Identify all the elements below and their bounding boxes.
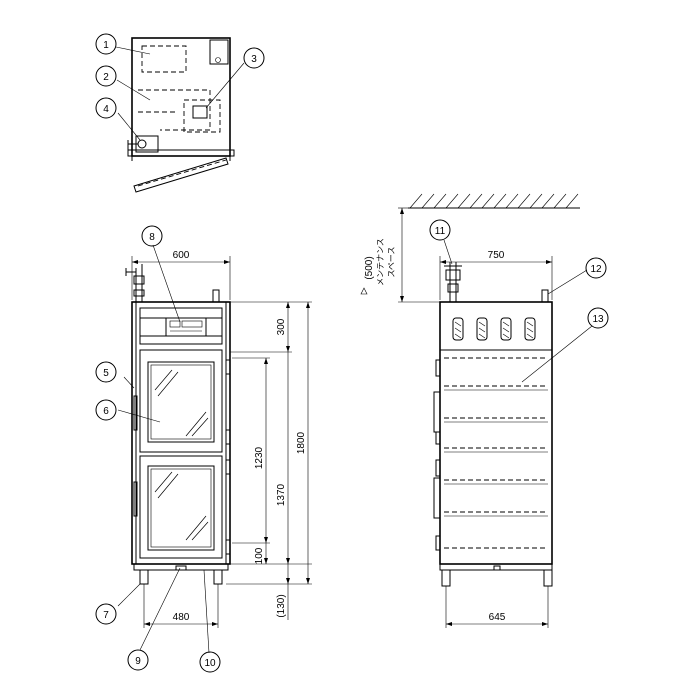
dim-300-label: 300 (276, 318, 287, 335)
svg-text:10: 10 (204, 658, 216, 669)
svg-text:12: 12 (590, 264, 602, 275)
balloon-8: 8 (141, 225, 163, 247)
side-leg-left (441, 569, 451, 587)
ceiling-hatch (409, 193, 579, 209)
balloon-3: 3 (243, 47, 265, 69)
side-lower-handle (433, 477, 441, 519)
svg-text:4: 4 (103, 104, 109, 115)
front-controller (165, 317, 207, 337)
front-control-panel (139, 307, 223, 345)
front-drain (175, 565, 187, 571)
top-view-corner-box (209, 39, 229, 65)
balloon-4: 4 (95, 97, 117, 119)
front-lower-handle (133, 481, 138, 517)
svg-text:8: 8 (149, 232, 155, 243)
side-vent-slots (452, 317, 536, 341)
dim-1230-label: 1230 (254, 446, 265, 469)
side-leg-right (543, 569, 553, 587)
side-view (360, 193, 580, 628)
balloon-9: 9 (127, 649, 149, 671)
side-plinth (439, 563, 553, 571)
balloon-6: 6 (95, 399, 117, 421)
front-upper-handle (133, 395, 138, 431)
front-plinth (133, 563, 229, 571)
front-upper-glass (147, 361, 215, 443)
svg-text:2: 2 (103, 72, 109, 83)
balloon-7: 7 (95, 603, 117, 625)
top-view-screw-icon (215, 57, 221, 63)
top-view-open-door (133, 157, 229, 193)
leader-lines (115, 46, 593, 654)
maintenance-space-label-2: スペース (387, 246, 396, 277)
top-view (127, 37, 235, 193)
front-leg-left (139, 569, 149, 585)
dim-130-label: (130) (276, 594, 287, 617)
dim-1370-label: 1370 (276, 483, 287, 506)
front-leg-right (213, 569, 223, 585)
front-cabinet-outline (131, 301, 231, 565)
front-lower-glass (147, 465, 215, 551)
side-shelves (444, 357, 548, 549)
balloon-13: 13 (587, 307, 609, 329)
top-view-part-2 (138, 89, 211, 131)
dim-maintenance-label: (500) (364, 256, 375, 279)
front-vent-pipe (212, 289, 220, 303)
balloon-10: 10 (199, 651, 221, 673)
dim-645-label: 645 (489, 612, 506, 623)
dim-750-label: 750 (488, 250, 505, 261)
top-view-base-rail (127, 149, 235, 157)
front-lower-door (139, 455, 223, 559)
balloon-1: 1 (95, 33, 117, 55)
side-cabinet-outline (439, 301, 553, 565)
maintenance-space-label-1: メンテナンス (376, 238, 385, 286)
svg-text:9: 9 (135, 656, 141, 667)
side-vent-pipe (541, 289, 549, 303)
top-view-door-swing (137, 159, 227, 187)
dim-600-label: 600 (173, 250, 190, 261)
svg-text:13: 13 (592, 314, 604, 325)
svg-text:1: 1 (103, 40, 109, 51)
svg-text:3: 3 (251, 54, 257, 65)
side-upper-handle (433, 391, 441, 433)
dim-1800-label: 1800 (296, 431, 307, 454)
svg-text:7: 7 (103, 610, 109, 621)
svg-text:6: 6 (103, 406, 109, 417)
revision-triangle-icon (360, 287, 368, 295)
balloon-12: 12 (585, 257, 607, 279)
controller-display-icon (169, 320, 181, 328)
top-view-part-1 (141, 45, 187, 73)
svg-text:5: 5 (103, 368, 109, 379)
balloon-5: 5 (95, 361, 117, 383)
balloon-11: 11 (429, 219, 451, 241)
front-view (125, 256, 312, 628)
dim-480-label: 480 (173, 612, 190, 623)
svg-text:11: 11 (435, 226, 446, 237)
top-view-part-3 (183, 99, 221, 133)
front-upper-door (139, 349, 223, 453)
balloon-2: 2 (95, 65, 117, 87)
dim-100-label: 100 (254, 547, 265, 564)
top-view-valve-icon (137, 139, 147, 149)
